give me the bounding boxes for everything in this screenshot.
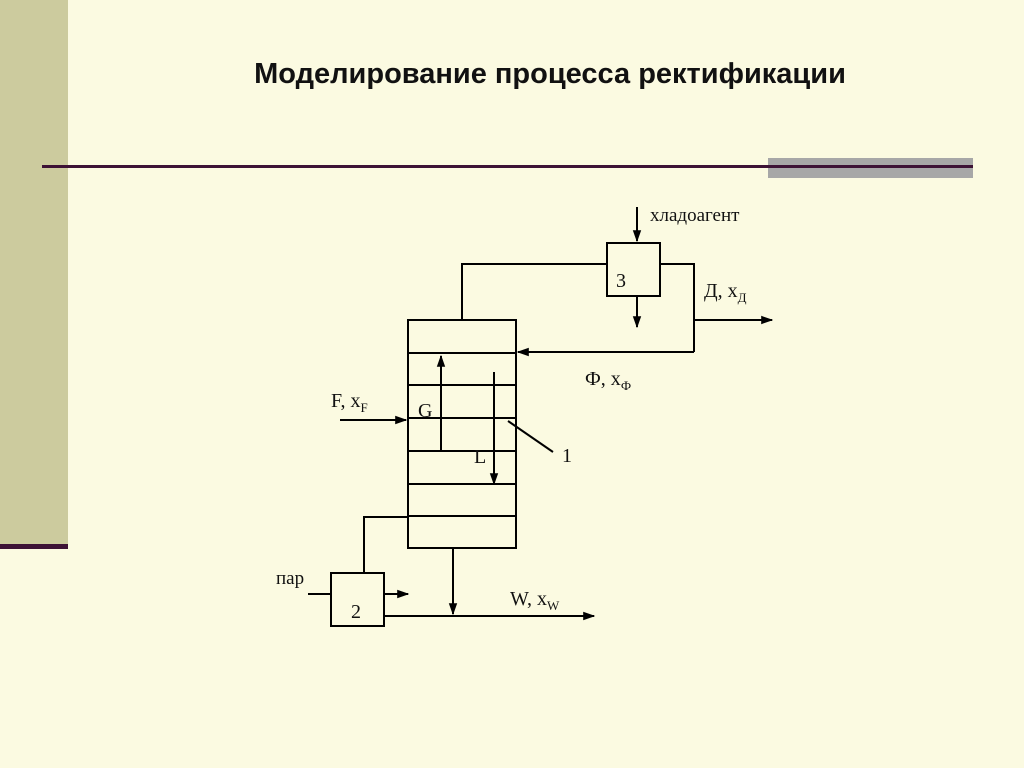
bottoms-label: W, xW [510, 588, 560, 613]
reboiler-number: 2 [351, 601, 361, 623]
left-band-edge [0, 544, 68, 549]
reboiler-box [330, 572, 385, 627]
column-leader-line [507, 420, 554, 453]
vapor-flow-label: G [418, 400, 432, 422]
steam-label: пар [276, 568, 304, 589]
reboiler-vapor-return-line [363, 516, 408, 573]
feed-label: F, xF [331, 390, 368, 415]
distillate-label: Д, xД [704, 280, 747, 305]
reflux-label: Ф, xФ [585, 368, 631, 393]
condenser-outlet-line [660, 263, 695, 352]
rule-grey-mid-line [768, 165, 973, 168]
left-decorative-band [0, 0, 68, 546]
condenser-box [606, 242, 661, 297]
vapor-to-condenser-line [461, 263, 607, 320]
column-trays [408, 352, 516, 517]
slide-title: Моделирование процесса ректификации [254, 58, 846, 90]
title-rule [42, 165, 972, 168]
rule-grey-block [768, 158, 973, 178]
condenser-number: 3 [616, 270, 626, 292]
liquid-flow-label: L [474, 446, 486, 468]
column-body [407, 319, 517, 549]
coolant-label: хладоагент [650, 205, 740, 226]
column-number: 1 [562, 445, 572, 467]
